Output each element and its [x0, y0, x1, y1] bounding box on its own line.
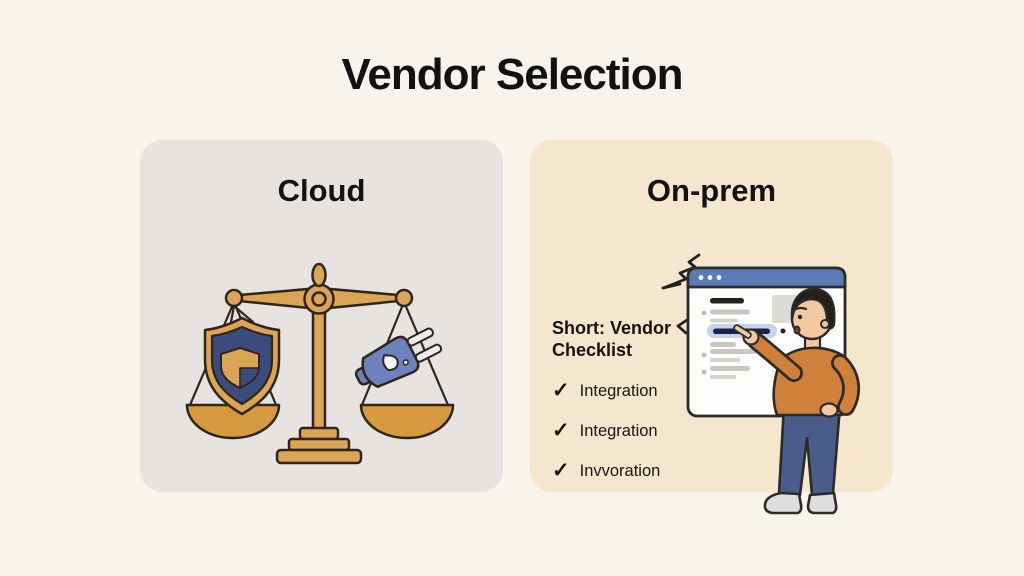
zigzag-doodle [661, 253, 701, 335]
scale-finial [311, 262, 327, 288]
beam-end-right [394, 288, 414, 308]
person-hair [790, 287, 836, 330]
onprem-panel-title: On-prem [646, 173, 777, 208]
checkmark-icon: ✓ [552, 378, 570, 402]
checklist-item: ✓ Integration [552, 418, 717, 442]
checkmark-icon: ✓ [552, 458, 570, 482]
text-line [710, 318, 738, 323]
text-line [710, 375, 736, 379]
person-hand-pocket [819, 402, 839, 418]
scale-column [311, 302, 327, 434]
person [733, 287, 861, 515]
left-pan [185, 403, 281, 440]
person-eyebrow [794, 306, 808, 311]
scale-base-step-1 [298, 426, 340, 441]
person-mouth [793, 325, 801, 335]
checklist-item: ✓ Integration [552, 378, 717, 402]
person-shoe-right [806, 491, 838, 515]
person-eye [797, 314, 803, 320]
power-plug-icon [354, 327, 443, 389]
checklist-item: ✓ Invvoration [552, 458, 717, 482]
person-ear [820, 319, 830, 329]
person-legs [777, 404, 842, 497]
vendor-checklist: Short: Vendor Checklist ✓ Integration ✓ … [552, 318, 717, 482]
balance-scale-illustration [167, 262, 477, 474]
window-dot [707, 275, 713, 280]
list-bullet [701, 352, 707, 358]
cloud-panel-title: Cloud [277, 173, 366, 208]
shield-icon [203, 304, 281, 416]
page-title: Vendor Selection [341, 50, 684, 99]
checklist-item-label: Integration [579, 381, 658, 400]
text-line [710, 349, 757, 354]
text-line [710, 342, 736, 347]
checklist-item-label: Integration [579, 421, 658, 440]
content-heading-bar [710, 298, 744, 304]
window-dot [698, 275, 704, 280]
beam-hub-ring [311, 291, 327, 307]
scale-base-step-2 [287, 437, 351, 452]
checklist-item-label: Invvoration [579, 461, 661, 480]
checkmark-icon: ✓ [552, 418, 570, 442]
right-pan [359, 403, 455, 440]
cloud-panel: Cloud [140, 140, 503, 492]
highlight-dot [780, 328, 786, 334]
window-dot [716, 275, 722, 280]
text-line [710, 366, 750, 371]
person-shoe-left [763, 491, 803, 515]
pointing-finger [735, 326, 750, 337]
scale-base-step-3 [275, 448, 363, 465]
browser-title-bar [686, 266, 847, 289]
checklist-heading: Short: Vendor Checklist [552, 318, 672, 360]
presenter-illustration [640, 243, 900, 535]
list-bullet [701, 310, 707, 316]
beam-end-left [224, 288, 244, 308]
text-line [710, 309, 750, 315]
balance-scale-svg [185, 262, 455, 465]
presenter-svg [661, 253, 861, 515]
list-bullet [701, 369, 707, 375]
text-line [710, 358, 740, 362]
